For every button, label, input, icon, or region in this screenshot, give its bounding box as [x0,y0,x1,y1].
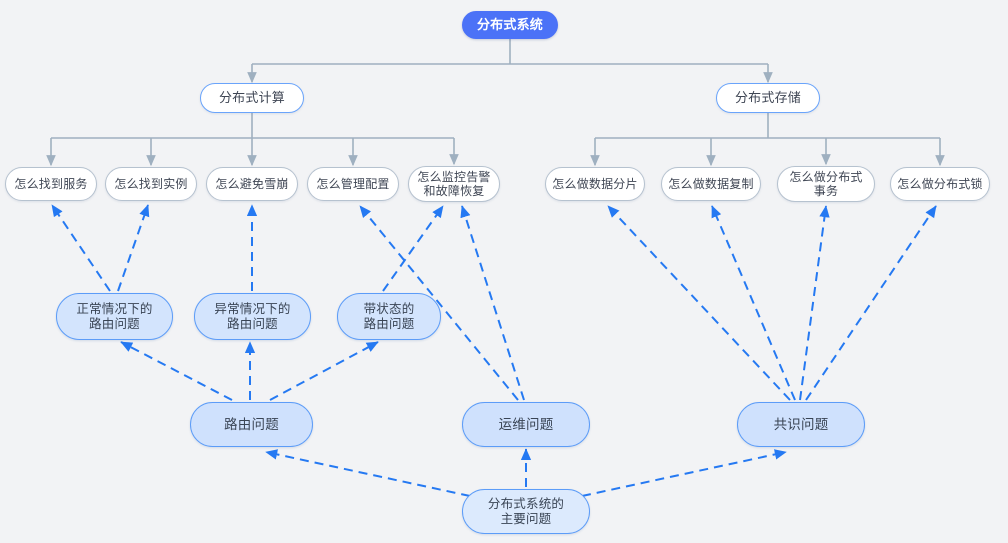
cross-edges [51,204,937,497]
node-category-distributed-computing[interactable]: 分布式计算 [200,83,304,113]
cross-edge-consensus-to-data-replication [711,205,796,401]
node-leaf-distributed-transaction[interactable]: 怎么做分布式 事务 [777,166,875,202]
cross-edge-consensus-to-distributed-lock [805,205,937,401]
node-big-operations-problem[interactable]: 运维问题 [462,402,590,447]
cross-edge-main-to-consensus [581,449,787,497]
node-leaf-data-sharding[interactable]: 怎么做数据分片 [545,167,645,201]
node-big-routing-problem[interactable]: 路由问题 [190,402,313,447]
node-mid-stateful-routing-problem[interactable]: 带状态的 路由问题 [337,293,441,340]
node-leaf-find-instance[interactable]: 怎么找到实例 [105,167,197,201]
node-leaf-data-replication[interactable]: 怎么做数据复制 [661,167,761,201]
node-category-distributed-storage[interactable]: 分布式存储 [716,83,820,113]
node-leaf-distributed-lock[interactable]: 怎么做分布式锁 [890,167,990,201]
node-leaf-manage-config[interactable]: 怎么管理配置 [307,167,399,201]
cross-edge-consensus-to-distributed-txn [799,205,830,401]
cross-edge-normal-routing-to-find-service [51,204,111,292]
node-main-problems-of-distributed-systems[interactable]: 分布式系统的 主要问题 [462,489,590,534]
cross-edge-ops-to-monitor-recover [460,205,525,401]
cross-edge-routing-to-normal-routing [120,341,233,401]
cross-edge-routing-to-stateful-routing [269,341,379,401]
node-mid-abnormal-routing-problem[interactable]: 异常情况下的 路由问题 [194,293,311,340]
node-leaf-find-service[interactable]: 怎么找到服务 [5,167,97,201]
cross-edge-normal-routing-to-find-instance [117,204,150,292]
node-mid-normal-routing-problem[interactable]: 正常情况下的 路由问题 [56,293,173,340]
node-leaf-monitor-and-recover[interactable]: 怎么监控告警 和故障恢复 [408,166,500,202]
node-big-consensus-problem[interactable]: 共识问题 [737,402,865,447]
cross-edge-stateful-routing-to-monitor-recover [382,205,444,292]
node-leaf-avoid-avalanche[interactable]: 怎么避免雪崩 [206,167,298,201]
cross-edge-consensus-to-data-sharding [607,205,791,401]
node-root[interactable]: 分布式系统 [462,11,558,39]
cross-edge-main-to-routing [265,449,471,497]
